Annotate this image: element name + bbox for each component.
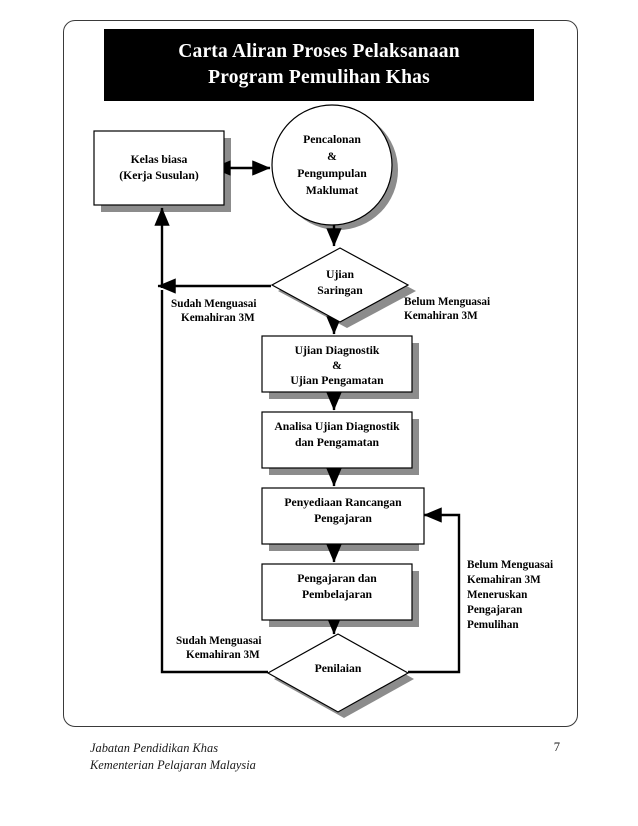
node-pencalonan[interactable] [271,104,393,226]
page-border-frame [63,20,578,727]
node-analisa[interactable] [261,411,413,469]
label-saringan-left-line-1: Sudah Menguasai [171,298,257,310]
page-number: 7 [553,740,560,754]
node-pencalonan-line-1: Pencalonan [303,133,361,146]
edge-penilaian-penyediaan [408,507,461,674]
label-penilaian-left-line-2: Kemahiran 3M [186,649,260,661]
label-saringan-right-line-1: Belum Menguasai [404,296,490,308]
node-pencalonan-line-4: Maklumat [306,184,359,197]
edge-labels: Sudah Menguasai Kemahiran 3M Belum Mengu… [171,296,553,661]
node-penilaian-line-1: Penilaian [315,662,362,675]
node-ujian-diagnostik-line-1: Ujian Diagnostik [295,344,380,357]
node-pengajaran-line-2: Pembelajaran [302,588,373,601]
page-footer: Jabatan Pendidikan Khas Kementerian Pela… [90,740,560,773]
chart-title-line-2: Program Pemulihan Khas [208,67,430,88]
node-pencalonan-line-2: & [327,150,337,163]
footer-line-2: Kementerian Pelajaran Malaysia [90,757,256,772]
node-pengajaran-line-1: Pengajaran dan [297,572,377,585]
chart-title-line-1: Carta Aliran Proses Pelaksanaan [178,41,460,63]
label-saringan-right-line-2: Kemahiran 3M [404,310,478,322]
label-penilaian-left-line-1: Sudah Menguasai [176,635,262,647]
node-kelas-biasa-line-1: Kelas biasa [131,153,188,166]
node-penyediaan-line-2: Pengajaran [314,512,372,525]
node-ujian-saringan-line-1: Ujian [326,268,354,281]
node-pencalonan-line-3: Pengumpulan [297,167,367,180]
node-pengajaran[interactable] [261,563,413,621]
node-kelas-biasa[interactable] [93,130,225,206]
label-penilaian-right-line-1: Belum Menguasai [467,559,553,571]
node-kelas-biasa-line-2: (Kerja Susulan) [119,169,199,182]
footer-line-1: Jabatan Pendidikan Khas [90,741,219,755]
node-ujian-saringan-line-2: Saringan [317,284,363,297]
label-penilaian-right-line-5: Pemulihan [467,619,519,631]
label-penilaian-right-line-4: Pengajaran [467,604,523,616]
node-ujian-diagnostik-line-3: Ujian Pengamatan [290,374,384,387]
node-penyediaan-line-1: Penyediaan Rancangan [284,496,402,509]
edge-penilaian-kelas [160,290,268,674]
label-saringan-left-line-2: Kemahiran 3M [181,312,255,324]
node-ujian-saringan[interactable] [270,247,410,323]
node-analisa-line-2: dan Pengamatan [295,436,380,449]
footer-organisation: Jabatan Pendidikan Khas Kementerian Pela… [90,740,256,773]
label-penilaian-right-line-2: Kemahiran 3M [467,574,541,586]
flow-shapes: Kelas biasa (Kerja Susulan) Pencalonan &… [93,104,425,713]
chart-title-banner: Carta Aliran Proses Pelaksanaan Program … [104,29,534,101]
node-ujian-diagnostik[interactable] [261,335,413,393]
node-ujian-diagnostik-line-2: & [332,359,342,372]
node-penyediaan[interactable] [261,487,425,545]
node-penilaian[interactable] [266,633,410,713]
node-analisa-line-1: Analisa Ujian Diagnostik [274,420,400,433]
label-penilaian-right-line-3: Meneruskan [467,589,528,601]
